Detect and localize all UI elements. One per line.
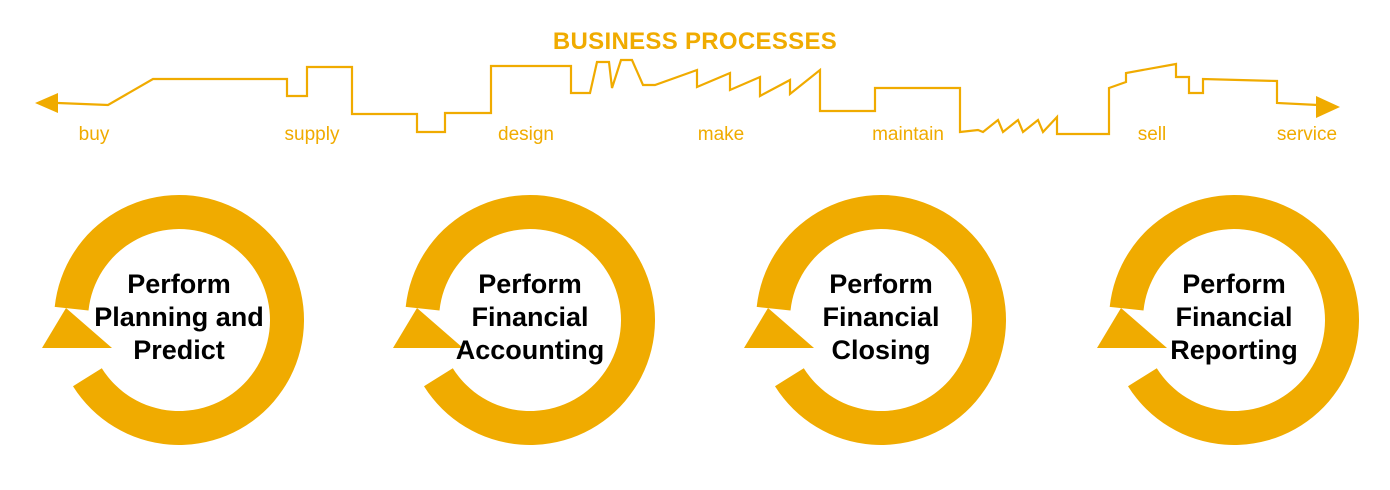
circular-arrow-head-icon xyxy=(1097,308,1167,348)
right-arrowhead-icon xyxy=(1316,96,1340,118)
stage-label-service: service xyxy=(1276,124,1338,145)
stage-label-design: design xyxy=(498,124,554,145)
cycle-label-line: Perform xyxy=(478,269,582,299)
cycle-label-closing: Perform Financial Closing xyxy=(766,268,996,367)
cycle-label-accounting: Perform Financial Accounting xyxy=(415,268,645,367)
cycle-label-line: Accounting xyxy=(455,335,605,365)
cycle-label-line: Perform xyxy=(829,269,933,299)
cycle-label-line: Financial xyxy=(822,302,940,332)
cycle-label-line: Predict xyxy=(133,335,225,365)
stage-label-sell: sell xyxy=(1137,124,1167,145)
cycle-label-reporting: Perform Financial Reporting xyxy=(1119,268,1349,367)
stage-label-supply: supply xyxy=(284,124,340,145)
stage-label-maintain: maintain xyxy=(872,124,944,145)
cycle-label-line: Financial xyxy=(1175,302,1293,332)
cycle-label-planning: Perform Planning and Predict xyxy=(64,268,294,367)
process-line xyxy=(57,58,1319,136)
circular-arrow-head-icon xyxy=(393,308,463,348)
cycle-label-line: Planning and xyxy=(94,302,264,332)
diagram-title: BUSINESS PROCESSES xyxy=(552,28,838,55)
circular-arrow-head-icon xyxy=(744,308,814,348)
circular-arrow-head-icon xyxy=(42,308,112,348)
cycle-label-line: Reporting xyxy=(1170,335,1298,365)
cycle-label-line: Perform xyxy=(1182,269,1286,299)
left-arrowhead-icon xyxy=(35,93,58,113)
process-timeline xyxy=(35,58,1340,136)
cycle-label-line: Closing xyxy=(831,335,931,365)
stage-label-buy: buy xyxy=(78,124,110,145)
cycle-label-line: Perform xyxy=(127,269,231,299)
cycle-label-line: Financial xyxy=(471,302,589,332)
stage-label-make: make xyxy=(697,124,745,145)
